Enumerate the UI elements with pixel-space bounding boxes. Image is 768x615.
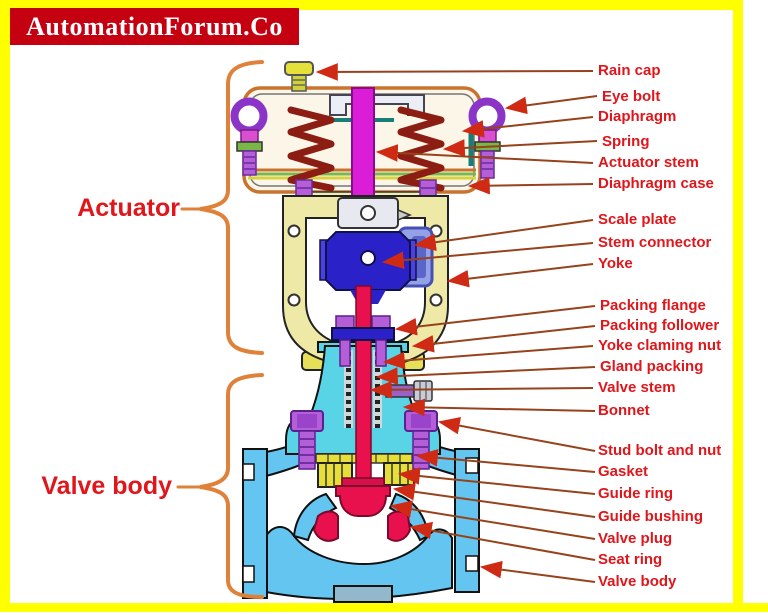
seat-ring-shape	[312, 510, 412, 542]
part-label-yoke: Yoke	[598, 255, 633, 272]
frame-border-left	[0, 0, 10, 612]
spring-shape	[287, 106, 445, 192]
valve-stem-shape	[355, 285, 372, 493]
valve-body-brace	[176, 373, 264, 599]
actuator-brace	[180, 60, 264, 355]
frame-border-bottom	[0, 603, 768, 612]
part-label-yoke-claming-nut: Yoke claming nut	[598, 337, 722, 354]
part-label-stud-bolt-and-nut: Stud bolt and nut	[598, 442, 722, 459]
stem-connector-shape	[319, 197, 417, 304]
part-label-packing-follower: Packing follower	[600, 317, 720, 334]
part-label-eye-bolt: Eye bolt	[602, 88, 661, 105]
part-label-gasket: Gasket	[598, 463, 649, 480]
eye-bolt-left-shape	[230, 97, 268, 176]
part-label-scale-plate: Scale plate	[598, 211, 677, 228]
part-label-rain-cap: Rain cap	[598, 62, 661, 79]
valve-body-shape	[242, 422, 480, 603]
part-label-valve-stem: Valve stem	[598, 379, 676, 396]
part-label-guide-bushing: Guide bushing	[598, 508, 703, 525]
part-label-seat-ring: Seat ring	[598, 551, 663, 568]
frame-border-right	[733, 0, 743, 612]
section-label-valve-body: Valve body	[41, 472, 172, 500]
packing-flange-shape	[331, 315, 395, 367]
leader-lines	[315, 63, 598, 583]
part-label-spring: Spring	[602, 133, 650, 150]
section-label-actuator: Actuator	[77, 194, 180, 222]
rain-cap-shape	[284, 61, 314, 92]
brand-banner: AutomationForum.Co	[10, 8, 299, 45]
part-label-valve-body: Valve body	[598, 573, 677, 590]
part-label-guide-ring: Guide ring	[598, 485, 673, 502]
part-label-diaphragm: Diaphragm	[598, 108, 677, 125]
part-label-gland-packing: Gland packing	[600, 358, 704, 375]
bonnet-side-plug-shape	[380, 380, 433, 402]
part-label-valve-plug: Valve plug	[598, 530, 673, 547]
part-label-diaphragm-case: Diaphragm case	[598, 175, 714, 192]
part-label-stem-connector: Stem connector	[598, 234, 712, 251]
part-label-packing-flange: Packing flange	[600, 297, 706, 314]
part-label-bonnet: Bonnet	[598, 402, 650, 419]
part-label-actuator-stem: Actuator stem	[598, 154, 699, 171]
valve-plug-shape	[335, 477, 391, 517]
brand-banner-text: AutomationForum.Co	[26, 11, 283, 41]
frame-border-top	[0, 0, 743, 10]
